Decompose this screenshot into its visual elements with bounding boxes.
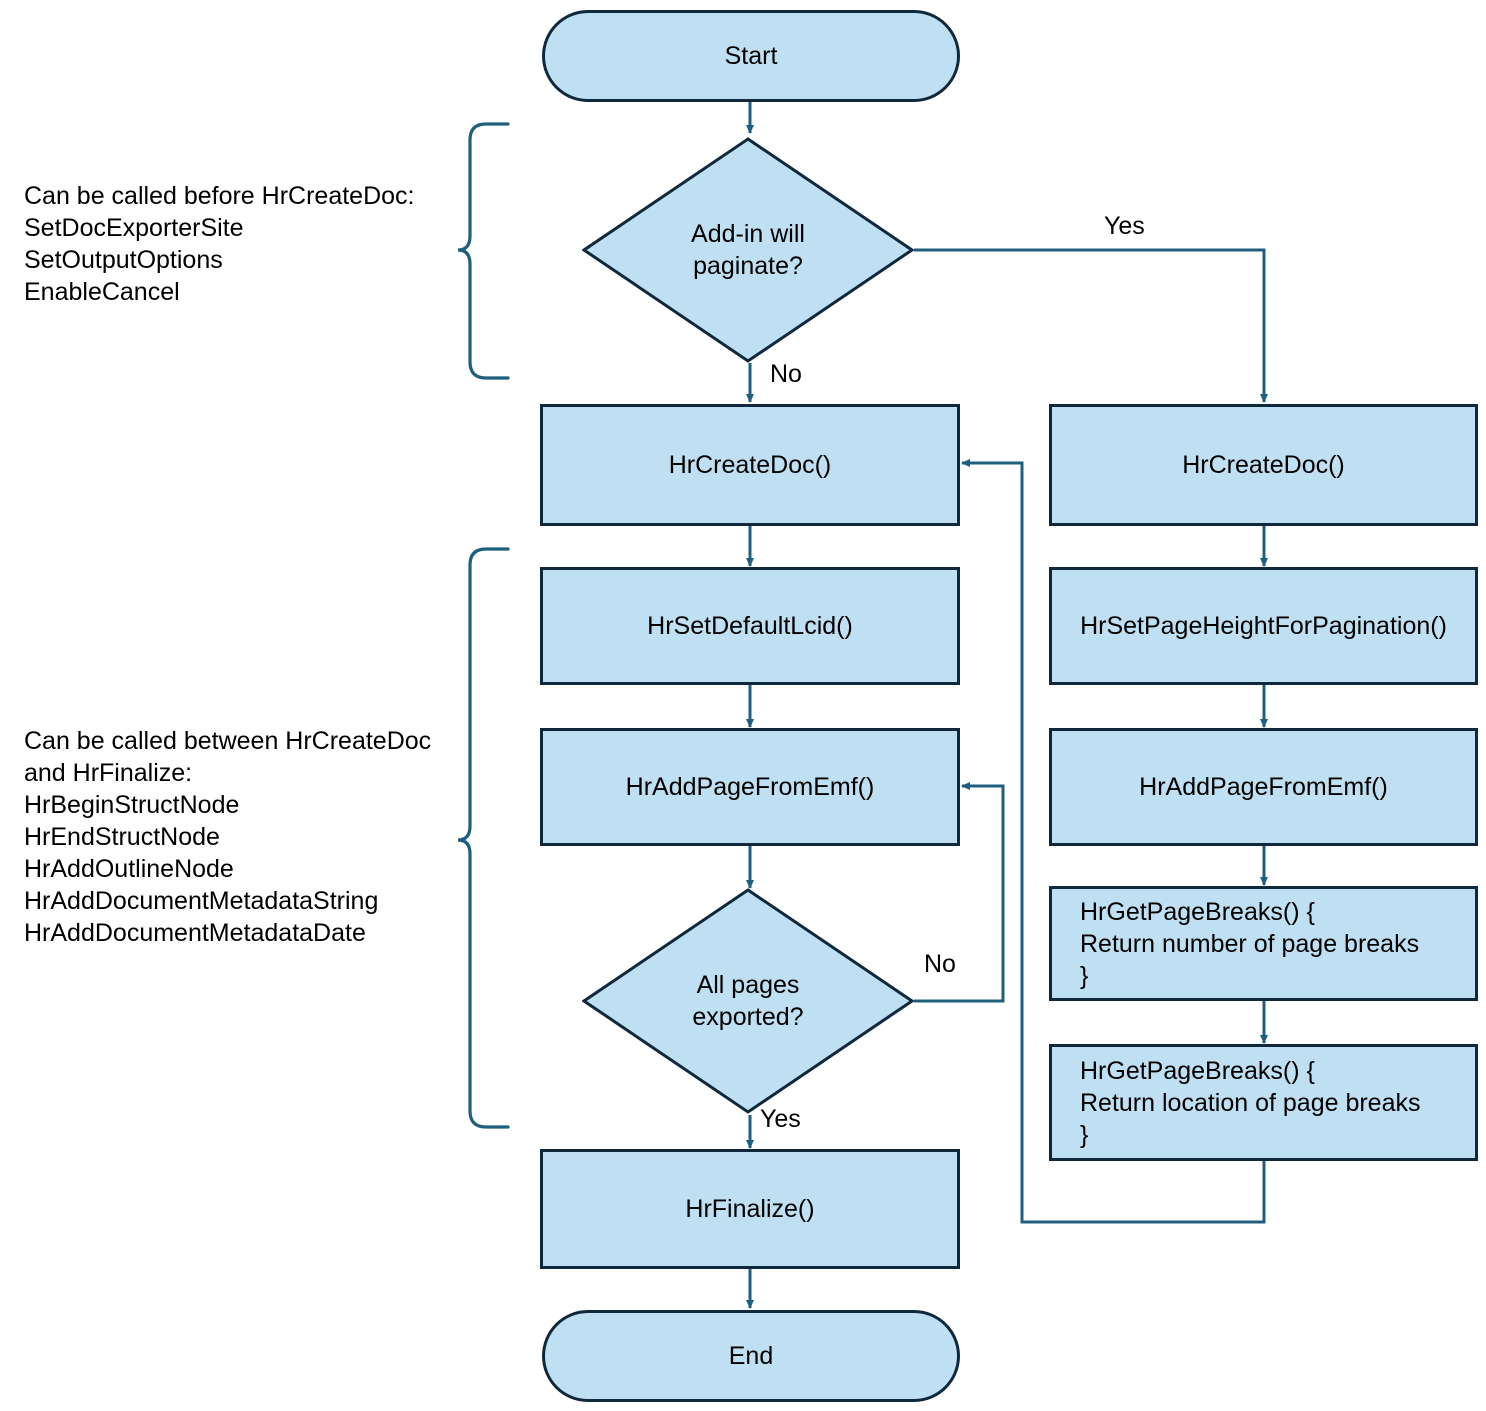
node-set-default-lcid[interactable]: HrSetDefaultLcid()	[540, 567, 960, 685]
node-add-page-from-emf-right[interactable]: HrAddPageFromEmf()	[1049, 728, 1478, 846]
node-set-page-height-for-pagination[interactable]: HrSetPageHeightForPagination()	[1049, 567, 1478, 685]
node-finalize[interactable]: HrFinalize()	[540, 1149, 960, 1269]
node-get-page-breaks-location[interactable]: HrGetPageBreaks() { Return location of p…	[1049, 1044, 1478, 1161]
node-end[interactable]: End	[542, 1310, 960, 1402]
node-create-doc-right[interactable]: HrCreateDoc()	[1049, 404, 1478, 526]
node-create-doc-left[interactable]: HrCreateDoc()	[540, 404, 960, 526]
edge-label-all-pages-no: No	[924, 950, 956, 978]
node-add-page-from-emf-left[interactable]: HrAddPageFromEmf()	[540, 728, 960, 846]
edge-label-paginate-yes: Yes	[1104, 212, 1145, 240]
node-decision-all-pages[interactable]: All pages exported?	[582, 888, 914, 1114]
node-decision-paginate[interactable]: Add-in will paginate?	[582, 137, 914, 363]
brace-before-createdoc	[457, 122, 510, 380]
edge-label-all-pages-yes: Yes	[760, 1105, 801, 1133]
edge-label-paginate-no: No	[770, 360, 802, 388]
node-start[interactable]: Start	[542, 10, 960, 102]
note-before-createdoc: Can be called before HrCreateDoc: SetDoc…	[24, 182, 415, 306]
note-between-createdoc-finalize: Can be called between HrCreateDoc and Hr…	[24, 727, 432, 947]
node-decision-paginate-label: Add-in will paginate?	[691, 219, 805, 281]
node-get-page-breaks-number[interactable]: HrGetPageBreaks() { Return number of pag…	[1049, 886, 1478, 1001]
decision-diamond-shape	[582, 137, 914, 363]
edge-decision-yes-to-createdoc-right	[914, 248, 1268, 403]
decision-diamond-shape	[582, 888, 914, 1114]
node-decision-all-pages-label: All pages exported?	[692, 970, 804, 1032]
